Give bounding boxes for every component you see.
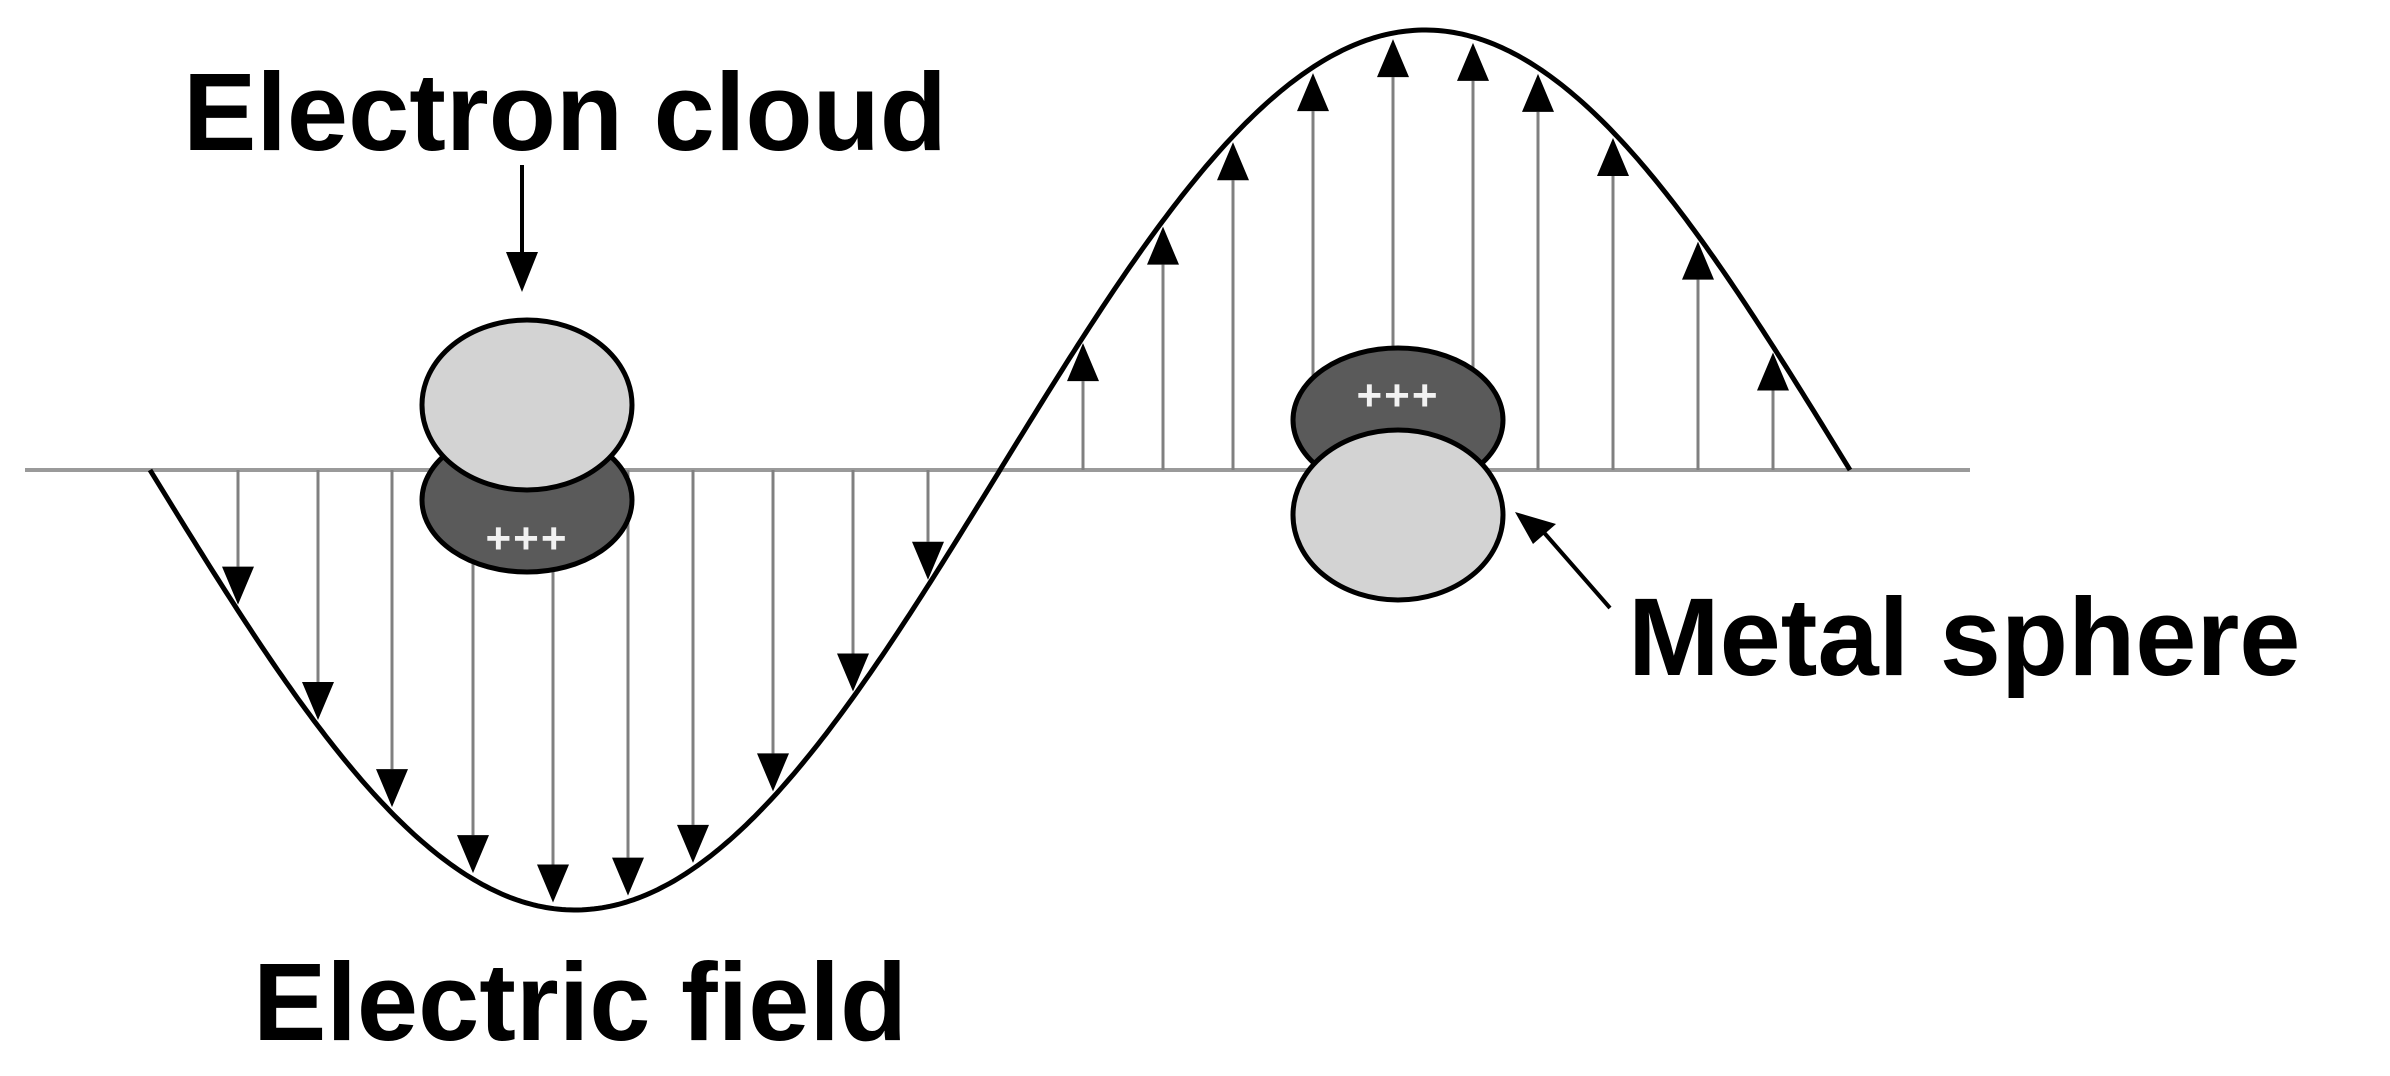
field-arrow-head bbox=[912, 541, 944, 580]
field-arrow-head bbox=[222, 566, 254, 605]
field-arrows bbox=[222, 39, 1789, 903]
field-arrow-head bbox=[837, 653, 869, 692]
field-arrow-head bbox=[1597, 138, 1629, 177]
field-arrow-head bbox=[757, 753, 789, 792]
metal-sphere-arrowhead bbox=[1515, 512, 1556, 544]
left-charge-label: +++ bbox=[485, 514, 568, 563]
field-arrow-head bbox=[537, 864, 569, 903]
field-arrow-head bbox=[1297, 73, 1329, 112]
field-arrow-head bbox=[1217, 142, 1249, 181]
field-arrow-head bbox=[1682, 241, 1714, 280]
field-arrow-head bbox=[677, 824, 709, 863]
field-arrow-head bbox=[1067, 343, 1099, 382]
field-arrow-head bbox=[457, 835, 489, 874]
left-metal-sphere: +++ bbox=[419, 317, 635, 575]
left-electron-cloud bbox=[419, 317, 635, 493]
field-arrow-head bbox=[1147, 226, 1179, 265]
electric-field-label: Electric field bbox=[253, 941, 907, 1064]
right-metal-sphere: +++ bbox=[1290, 345, 1506, 603]
electron-cloud-label: Electron cloud bbox=[183, 51, 947, 174]
field-arrow-head bbox=[612, 857, 644, 896]
metal-sphere-label: Metal sphere bbox=[1628, 576, 2300, 699]
field-arrow-head bbox=[376, 769, 408, 808]
field-arrow-head bbox=[1457, 42, 1489, 81]
field-arrow-head bbox=[1522, 73, 1554, 112]
right-electron-cloud bbox=[1290, 427, 1506, 603]
right-charge-label: +++ bbox=[1356, 371, 1439, 420]
metal-sphere-pointer bbox=[1538, 526, 1612, 610]
field-arrow-head bbox=[302, 681, 334, 720]
field-arrow-head bbox=[1757, 352, 1789, 391]
electric-field-wave bbox=[147, 27, 1853, 913]
field-arrow-head bbox=[1377, 39, 1409, 78]
electron-cloud-arrowhead bbox=[506, 252, 538, 292]
